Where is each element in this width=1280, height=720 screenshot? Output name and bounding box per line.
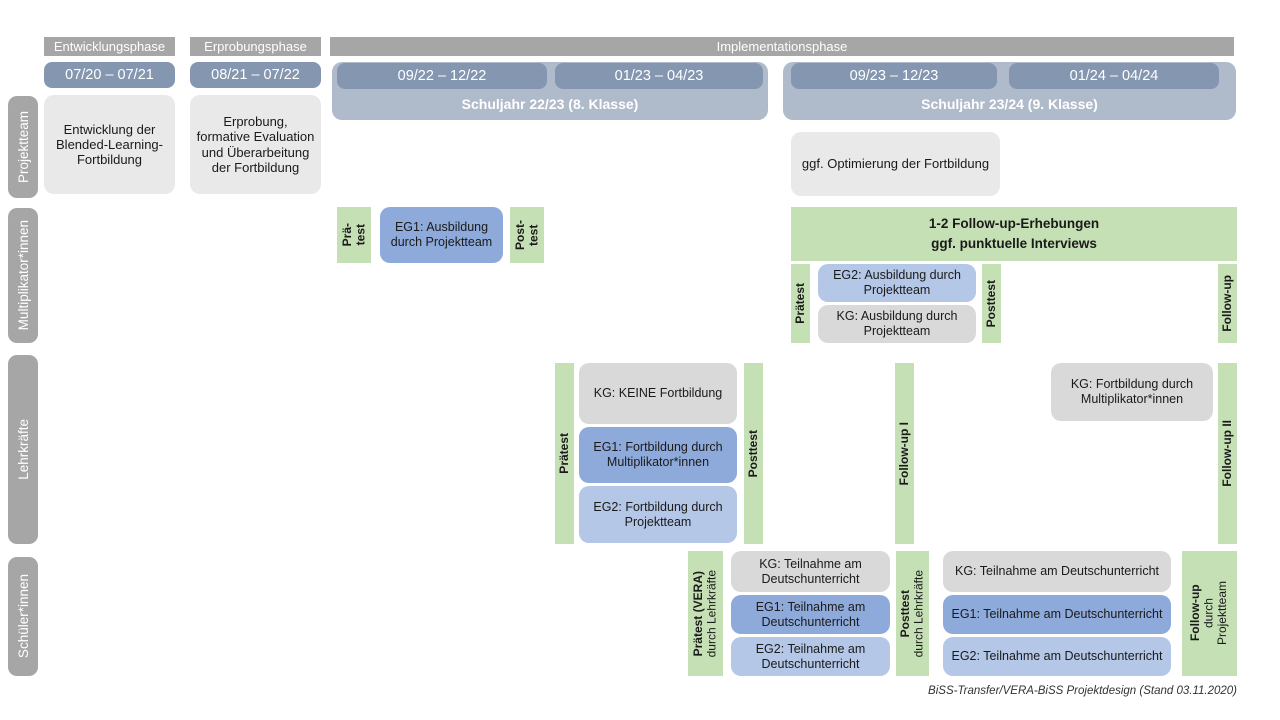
box-erprobung-evaluation: Erprobung, formative Evaluation und Über… [190,95,321,194]
box-followup-erhebungen: 1-2 Follow-up-Erhebungen ggf. punktuelle… [791,207,1237,261]
schoolyear-label-23-24: Schuljahr 23/24 (9. Klasse) [921,96,1098,112]
bar-followup2-lehrkraefte: Follow-up II [1218,363,1237,544]
period-pilot: 08/21 – 07/22 [190,62,321,88]
schoolyear-label-22-23: Schuljahr 22/23 (8. Klasse) [461,96,639,112]
bar-followup-schueler-text: Follow-up durch Projektteam [1188,581,1230,646]
row-label-schueler-text: Schüler*innen [15,574,31,659]
phase-header-entwicklung: Entwicklungsphase [44,37,175,56]
praetest-line2: test [353,224,367,246]
bar-followup-schueler: Follow-up durch Projektteam [1182,551,1237,676]
box-kg-deutschunterricht-1: KG: Teilnahme am Deutschunterricht [731,551,890,592]
box-eg1-fortbildung-multiplikatoren: EG1: Fortbildung durch Multiplikator*inn… [579,427,737,483]
box-entwicklung-fortbildung: Entwicklung der Blended-Learning-Fortbil… [44,95,175,194]
praetest-line1: Prä- [339,223,354,247]
box-optimierung-fortbildung: ggf. Optimierung der Fortbildung [791,132,1000,196]
row-label-multiplikatoren-text: Multiplikator*innen [15,220,31,331]
bar-followup2-lehrkraefte-text: Follow-up II [1219,420,1234,487]
row-label-schueler: Schüler*innen [8,557,38,676]
period-01-24: 01/24 – 04/24 [1009,63,1219,89]
bar-posttest-lehrkraefte: Posttest [744,363,763,544]
posttest-line1: Post- [512,220,527,250]
diagram-caption: BiSS-Transfer/VERA-BiSS Projektdesign (S… [928,685,1237,697]
bar-praetest-lehrkraefte-text: Prätest [556,433,571,474]
row-label-projektteam-text: Projektteam [15,110,31,184]
followup-erhebungen-line2: ggf. punktuelle Interviews [931,236,1097,251]
bar-posttest-multiplikatoren-2: Posttest [982,264,1001,343]
bar-posttest-multiplikatoren-1-text: Post- test [512,220,541,250]
period-01-23: 01/23 – 04/23 [555,63,763,89]
box-eg1-deutschunterricht-2: EG1: Teilnahme am Deutschunterricht [943,595,1171,634]
bar-posttest-schueler-text: Posttest durch Lehrkräfte [898,569,926,658]
bar-praetest-lehrkraefte: Prätest [555,363,574,544]
period-09-23: 09/23 – 12/23 [791,63,997,89]
schoolyear-container-22-23: 09/22 – 12/22 01/23 – 04/23 Schuljahr 22… [332,62,768,120]
posttest-schueler-sub: durch Lehrkräfte [911,569,926,658]
row-label-projektteam: Projektteam [8,96,38,198]
bar-praetest-vera-schueler: Prätest (VERA) durch Lehrkräfte [688,551,723,676]
followup-schueler-sub2: Projektteam [1215,581,1230,646]
period-09-22: 09/22 – 12/22 [337,63,547,89]
posttest-line2: test [526,224,540,246]
box-kg-keine-fortbildung: KG: KEINE Fortbildung [579,363,737,424]
followup-erhebungen-line1: 1-2 Follow-up-Erhebungen [928,216,1100,232]
box-eg1-deutschunterricht-1: EG1: Teilnahme am Deutschunterricht [731,595,890,634]
schoolyear-container-23-24: 09/23 – 12/23 01/24 – 04/24 Schuljahr 23… [783,62,1236,120]
box-kg-fortbildung-multiplikatoren: KG: Fortbildung durch Multiplikator*inne… [1051,363,1213,421]
box-eg2-deutschunterricht-1: EG2: Teilnahme am Deutschunterricht [731,637,890,676]
box-kg-ausbildung-projektteam: KG: Ausbildung durch Projektteam [818,305,976,343]
row-label-lehrkraefte: Lehrkräfte [8,355,38,544]
bar-praetest-multiplikatoren-2-text: Prätest [792,283,807,324]
bar-followup1-lehrkraefte: Follow-up I [895,363,914,544]
row-label-multiplikatoren: Multiplikator*innen [8,208,38,343]
bar-posttest-multiplikatoren-1: Post- test [510,207,544,263]
praetest-vera-sub: durch Lehrkräfte [704,569,719,658]
bar-posttest-multiplikatoren-2-text: Posttest [983,279,998,328]
praetest-vera-main: Prätest (VERA) [691,570,706,657]
box-eg1-ausbildung-projektteam: EG1: Ausbildung durch Projektteam [380,207,503,263]
bar-followup-multiplikatoren-text: Follow-up [1219,275,1234,332]
box-eg2-deutschunterricht-2: EG2: Teilnahme am Deutschunterricht [943,637,1171,676]
box-eg2-fortbildung-projektteam: EG2: Fortbildung durch Projektteam [579,486,737,543]
bar-praetest-multiplikatoren-1-text: Prä- test [339,223,368,247]
bar-praetest-vera-schueler-text: Prätest (VERA) durch Lehrkräfte [691,569,719,658]
phase-header-implementation: Implementationsphase [330,37,1234,56]
posttest-schueler-main: Posttest [898,589,913,638]
bar-posttest-schueler: Posttest durch Lehrkräfte [896,551,929,676]
followup-schueler-sub1: durch [1201,598,1216,629]
phase-header-erprobung: Erprobungsphase [190,37,321,56]
bar-followup1-lehrkraefte-text: Follow-up I [896,421,911,486]
bar-praetest-multiplikatoren-1: Prä- test [337,207,371,263]
box-eg2-ausbildung-projektteam: EG2: Ausbildung durch Projektteam [818,264,976,302]
period-dev: 07/20 – 07/21 [44,62,175,88]
bar-praetest-multiplikatoren-2: Prätest [791,264,810,343]
bar-followup-multiplikatoren: Follow-up [1218,264,1237,343]
box-kg-deutschunterricht-2: KG: Teilnahme am Deutschunterricht [943,551,1171,592]
row-label-lehrkraefte-text: Lehrkräfte [15,419,31,480]
bar-posttest-lehrkraefte-text: Posttest [745,429,760,478]
